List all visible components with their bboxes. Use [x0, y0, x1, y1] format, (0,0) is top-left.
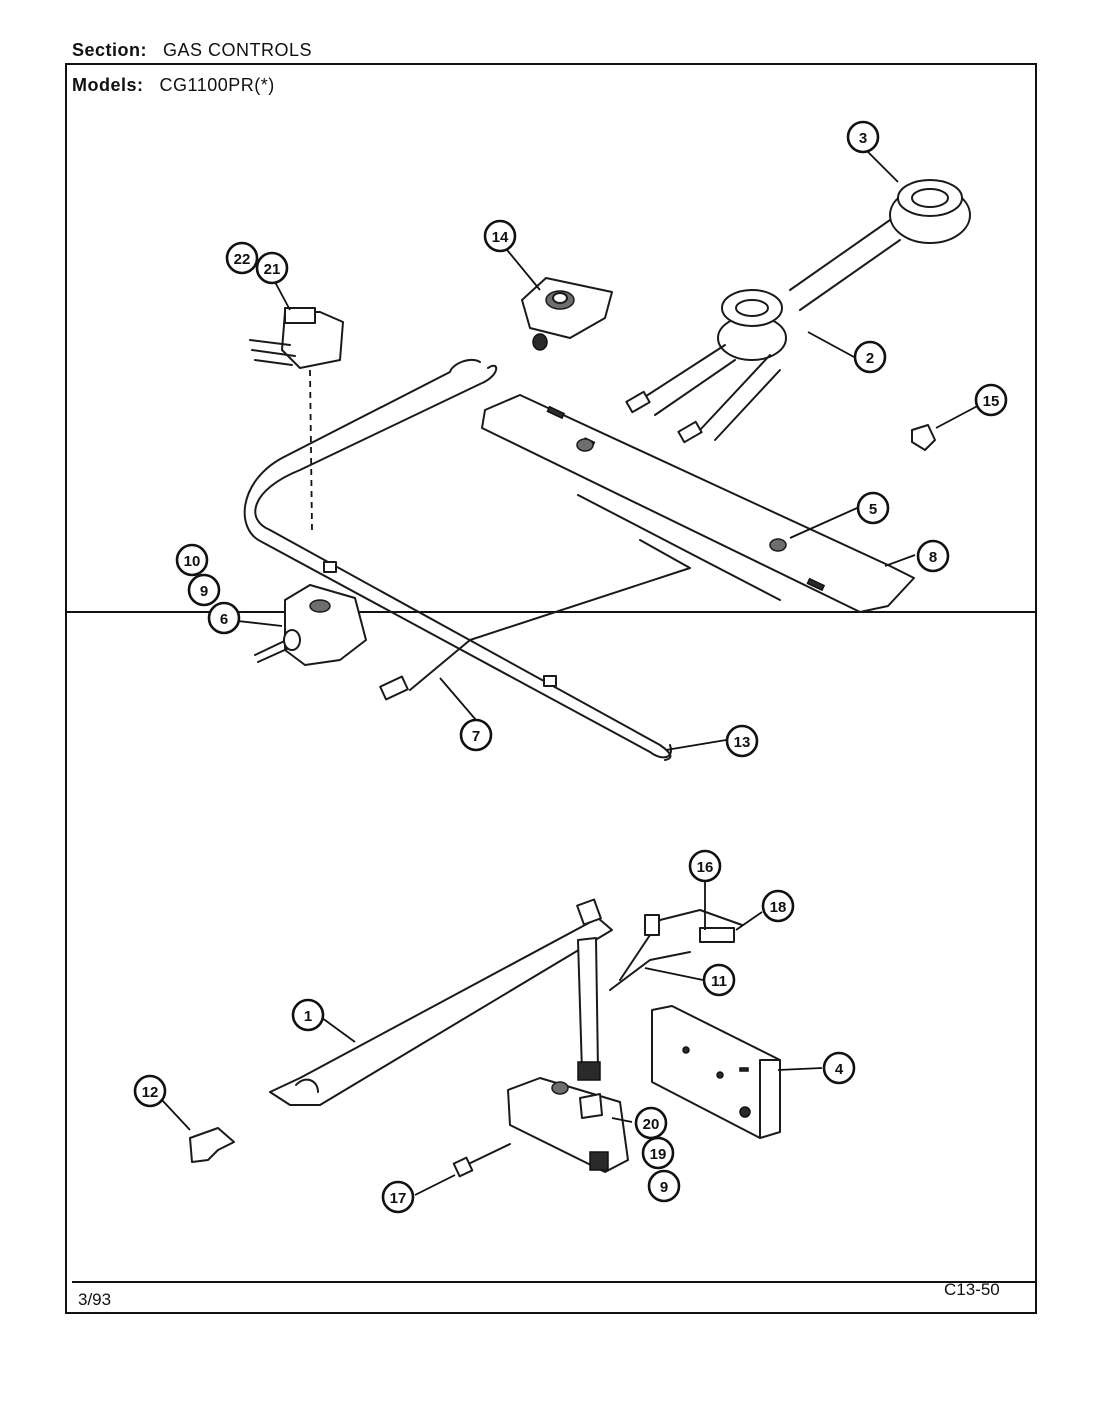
callout-21: 21 — [255, 251, 289, 285]
svg-text:3: 3 — [859, 130, 867, 147]
svg-text:12: 12 — [142, 1084, 159, 1101]
svg-text:7: 7 — [472, 728, 480, 745]
thermostat-valve-part-20 — [507, 1077, 629, 1173]
models-label: Models: — [72, 75, 144, 95]
oven-burner-part-1 — [269, 898, 613, 1106]
callout-6: 6 — [207, 601, 241, 635]
callout-5: 5 — [856, 491, 890, 525]
callout-9: 9 — [187, 573, 221, 607]
callout-10: 10 — [175, 543, 209, 577]
svg-text:5: 5 — [869, 501, 877, 518]
callout-17: 17 — [381, 1180, 415, 1214]
models-value: CG1100PR(*) — [159, 75, 275, 95]
callout-12: 12 — [133, 1074, 167, 1108]
callout-16: 16 — [688, 849, 722, 883]
svg-text:4: 4 — [835, 1061, 844, 1078]
callout-3: 3 — [846, 120, 880, 154]
svg-text:9: 9 — [660, 1179, 668, 1196]
section-value: GAS CONTROLS — [163, 40, 313, 60]
thermocouple-part-7 — [379, 539, 691, 701]
diagram-frame — [65, 63, 1037, 613]
switch-part-21 — [249, 307, 344, 531]
bracket-part-4 — [651, 1005, 781, 1139]
callout-1: 1 — [291, 998, 325, 1032]
top-burners-part-3 — [625, 179, 971, 444]
leader-lines — [161, 151, 986, 1196]
svg-text:11: 11 — [711, 973, 727, 990]
footer-page-code: C13-50 — [944, 1280, 1000, 1299]
callout-14: 14 — [483, 219, 517, 253]
svg-text:14: 14 — [492, 229, 509, 246]
callout-13: 13 — [725, 724, 759, 758]
svg-text:1: 1 — [304, 1008, 312, 1025]
svg-text:16: 16 — [697, 859, 714, 876]
svg-text:19: 19 — [650, 1146, 667, 1163]
clip-part-12 — [189, 1127, 235, 1163]
svg-text:10: 10 — [184, 553, 201, 570]
section-header: Section: GAS CONTROLS — [72, 40, 312, 61]
footer-date: 3/93 — [78, 1290, 112, 1309]
clip-part-15 — [911, 424, 936, 451]
callout-11: 11 — [702, 963, 736, 997]
callout-19: 19 — [641, 1136, 675, 1170]
valve-part-14 — [521, 277, 613, 351]
models-header: Models: CG1100PR(*) — [72, 75, 275, 96]
pilot-assembly-part-11 — [609, 909, 743, 991]
svg-text:6: 6 — [220, 611, 228, 628]
callout-8: 8 — [916, 539, 950, 573]
callout-4: 4 — [822, 1051, 856, 1085]
callout-2: 2 — [853, 340, 887, 374]
diagram-frame-lower — [65, 63, 1037, 1314]
manifold-pipe-part-13 — [243, 358, 672, 761]
svg-text:22: 22 — [234, 251, 251, 268]
svg-text:17: 17 — [390, 1190, 407, 1207]
svg-text:9: 9 — [200, 583, 208, 600]
svg-text:21: 21 — [264, 261, 281, 278]
callout-7: 7 — [459, 718, 493, 752]
callout-22: 22 — [225, 241, 259, 275]
svg-text:18: 18 — [770, 899, 787, 916]
svg-text:8: 8 — [929, 549, 937, 566]
burner-bracket-part-8 — [481, 394, 915, 613]
svg-text:13: 13 — [734, 734, 751, 751]
svg-text:15: 15 — [983, 393, 1000, 410]
svg-text:20: 20 — [643, 1116, 660, 1133]
bolt-part-17 — [452, 1143, 511, 1178]
valve-part-6 — [254, 584, 367, 666]
section-label: Section: — [72, 40, 148, 60]
callout-15: 15 — [974, 383, 1008, 417]
callout-9-lower: 9 — [647, 1169, 681, 1203]
callout-20: 20 — [634, 1106, 668, 1140]
svg-text:2: 2 — [866, 350, 874, 367]
callout-18: 18 — [761, 889, 795, 923]
